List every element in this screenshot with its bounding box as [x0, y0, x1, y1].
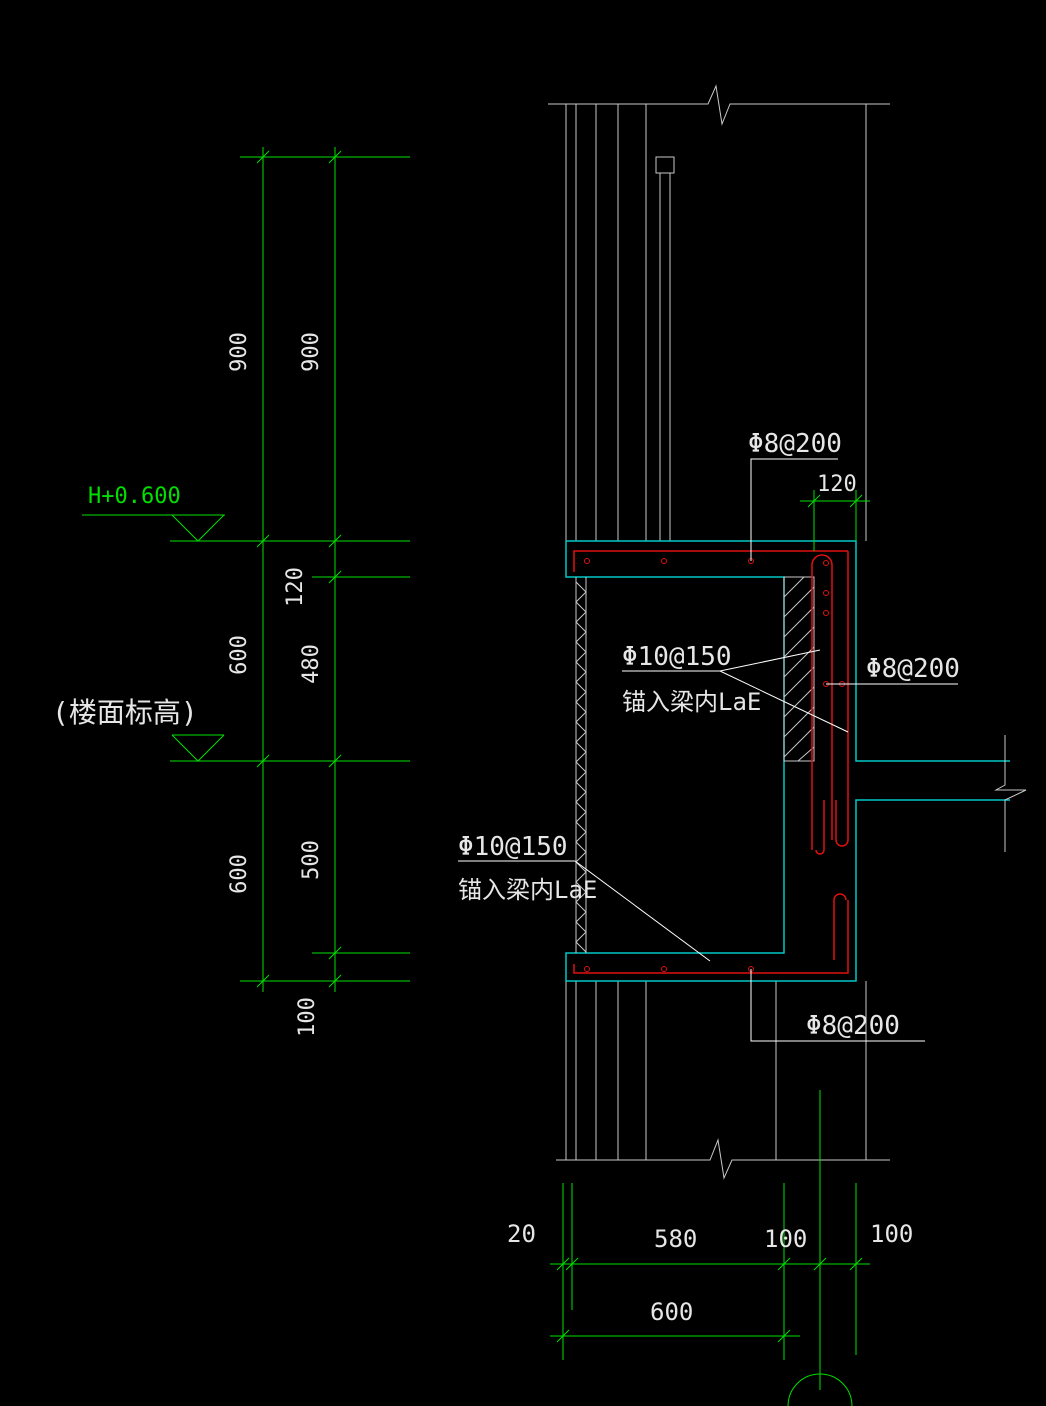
rebar [573, 550, 849, 974]
label-right-side: Φ8@200 [866, 654, 960, 684]
left-dimension-chain [82, 147, 410, 992]
label-lower-stirrup: Φ10@150 [458, 832, 568, 862]
elevation-label-lower: (楼面标高) [52, 696, 198, 729]
masonry-strip [575, 577, 587, 953]
dim-bottom-600: 600 [650, 1298, 693, 1326]
label-lower-anchor: 锚入梁内LaE [458, 876, 597, 904]
dim-outer-600-upper: 600 [227, 635, 252, 675]
dim-inner-100: 100 [295, 997, 320, 1037]
label-top-width: 120 [817, 472, 857, 497]
beam-outline [565, 540, 1010, 982]
label-upper-stirrup: Φ10@150 [622, 642, 732, 672]
label-upper-anchor: 锚入梁内LaE [622, 688, 761, 716]
bottom-dimension-chain [550, 1090, 870, 1406]
slab-break [994, 735, 1027, 852]
top-120-dimension [800, 490, 870, 551]
dim-inner-900: 900 [299, 332, 324, 372]
dim-bottom-20: 20 [507, 1220, 536, 1248]
dim-outer-900: 900 [227, 332, 252, 372]
dim-inner-500: 500 [299, 840, 324, 880]
elevation-label-upper: H+0.600 [88, 484, 181, 509]
bottom-dimension-text: 20 580 100 100 600 [507, 1220, 913, 1326]
label-top-slab: Φ8@200 [748, 429, 842, 459]
dim-inner-480: 480 [299, 644, 324, 684]
dim-bottom-100b: 100 [870, 1220, 913, 1248]
rebar-label-text: Φ8@200 120 Φ8@200 Φ10@150 锚入梁内LaE Φ10@15… [458, 429, 960, 1041]
label-bottom-slab: Φ8@200 [806, 1011, 900, 1041]
left-dimension-text: 900 600 600 900 120 480 500 100 [227, 332, 324, 1037]
dim-bottom-580: 580 [654, 1225, 697, 1253]
wall-lines [548, 84, 890, 1180]
rebar-dots [584, 558, 845, 972]
dim-bottom-100a: 100 [764, 1225, 807, 1253]
insulation-block [783, 576, 815, 762]
leaders [458, 458, 958, 1042]
dim-inner-120: 120 [283, 567, 308, 607]
dim-outer-600-lower: 600 [227, 854, 252, 894]
